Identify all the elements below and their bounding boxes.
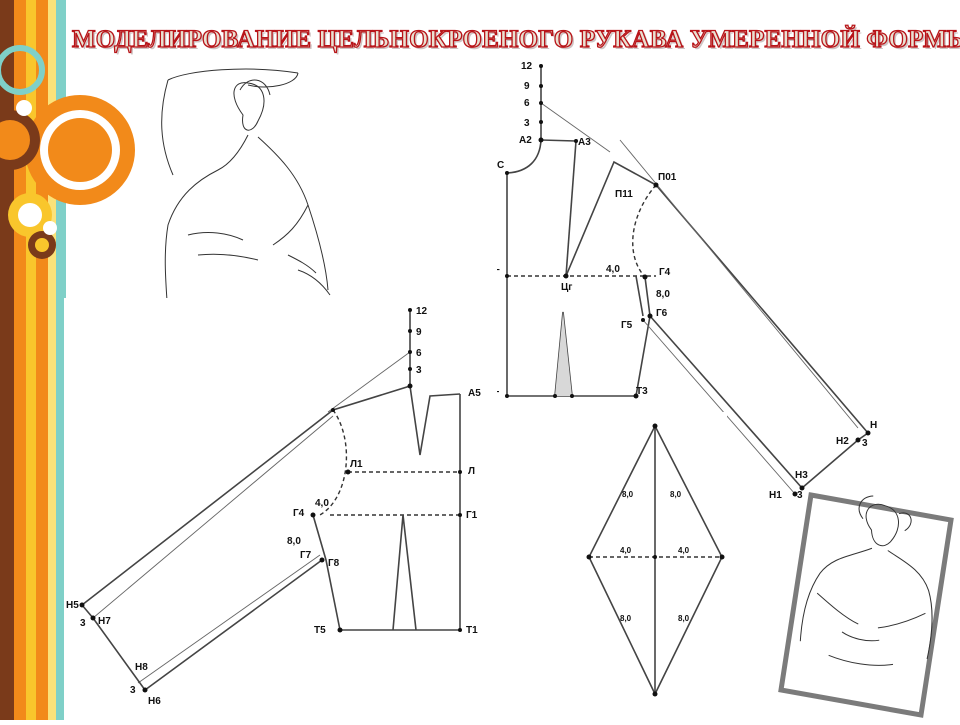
label-g8: Г8 xyxy=(328,558,340,569)
label-a5: А5 xyxy=(468,388,481,399)
label-g4: Г4 xyxy=(293,508,305,519)
fashion-sketch-top xyxy=(161,68,331,345)
label-ul: 8,0 xyxy=(622,490,634,499)
label-h1: Н1 xyxy=(769,490,782,501)
label-cg: Цг xyxy=(561,282,572,293)
label-p11: П11 xyxy=(615,189,633,200)
label-h8: Н8 xyxy=(135,662,148,673)
label-g: Г xyxy=(497,268,500,279)
label-8-0: 8,0 xyxy=(656,289,670,300)
page-title: МОДЕЛИРОВАНИЕ ЦЕЛЬНОКРОЕНОГО РУКАВА УМЕР… xyxy=(71,25,960,53)
label-h1-3: 3 xyxy=(797,490,803,501)
label-h7-3: 3 xyxy=(80,618,86,629)
label-g7: Г7 xyxy=(300,550,312,561)
label-t5: Т5 xyxy=(314,625,326,636)
label-g5: Г5 xyxy=(621,320,633,331)
label-3: 3 xyxy=(524,118,530,129)
label-4-0: 4,0 xyxy=(315,498,329,509)
fashion-sketch-framed xyxy=(778,492,954,718)
label-ll: 8,0 xyxy=(620,614,632,623)
gusset-panel: 8,0 8,0 4,0 4,0 8,0 8,0 xyxy=(585,412,727,720)
gusset-diagram: 8,0 8,0 4,0 4,0 8,0 8,0 xyxy=(586,423,725,697)
label-6: 6 xyxy=(416,348,422,359)
label-g6: Г6 xyxy=(656,308,668,319)
label-c: С xyxy=(497,160,504,171)
label-g4: Г4 xyxy=(659,267,671,278)
label-l: Л xyxy=(468,466,475,477)
label-t3: Т3 xyxy=(636,386,648,397)
label-a2: А2 xyxy=(519,135,532,146)
label-12: 12 xyxy=(416,306,428,317)
label-h6-3: 3 xyxy=(130,685,136,696)
label-h: Н xyxy=(870,420,877,431)
label-6: 6 xyxy=(524,98,530,109)
left-draft-panel: 12 9 6 3 А5 Л1 Л 4,0 Г4 Г1 8,0 Г7 Г8 Т5 … xyxy=(64,298,484,720)
sleeve-draft-back: 12 9 6 3 А2 А3 С П01 П11 Г Цг 4,0 Г4 8,0… xyxy=(493,61,877,501)
sleeve-draft-front: 12 9 6 3 А5 Л1 Л 4,0 Г4 Г1 8,0 Г7 Г8 Т5 … xyxy=(66,306,481,707)
label-p01: П01 xyxy=(658,172,677,183)
label-9: 9 xyxy=(524,81,530,92)
label-h5: Н5 xyxy=(66,600,79,611)
label-h2-3: 3 xyxy=(862,438,868,449)
label-lr: 8,0 xyxy=(678,614,690,623)
label-l1: Л1 xyxy=(350,459,363,470)
label-ur: 8,0 xyxy=(670,490,682,499)
label-12: 12 xyxy=(521,61,533,72)
label-mr: 4,0 xyxy=(678,546,690,555)
label-h6: Н6 xyxy=(148,696,161,707)
label-h3: Н3 xyxy=(795,470,808,481)
label-a3: А3 xyxy=(578,137,591,148)
label-9: 9 xyxy=(416,327,422,338)
label-h2: Н2 xyxy=(836,436,849,447)
label-g1: Г1 xyxy=(466,510,478,521)
label-4-0: 4,0 xyxy=(606,264,620,275)
label-8-0: 8,0 xyxy=(287,536,301,547)
label-3: 3 xyxy=(416,365,422,376)
label-t1: Т1 xyxy=(466,625,478,636)
label-t: Т xyxy=(497,390,499,401)
label-ml: 4,0 xyxy=(620,546,632,555)
label-h7: Н7 xyxy=(98,616,111,627)
